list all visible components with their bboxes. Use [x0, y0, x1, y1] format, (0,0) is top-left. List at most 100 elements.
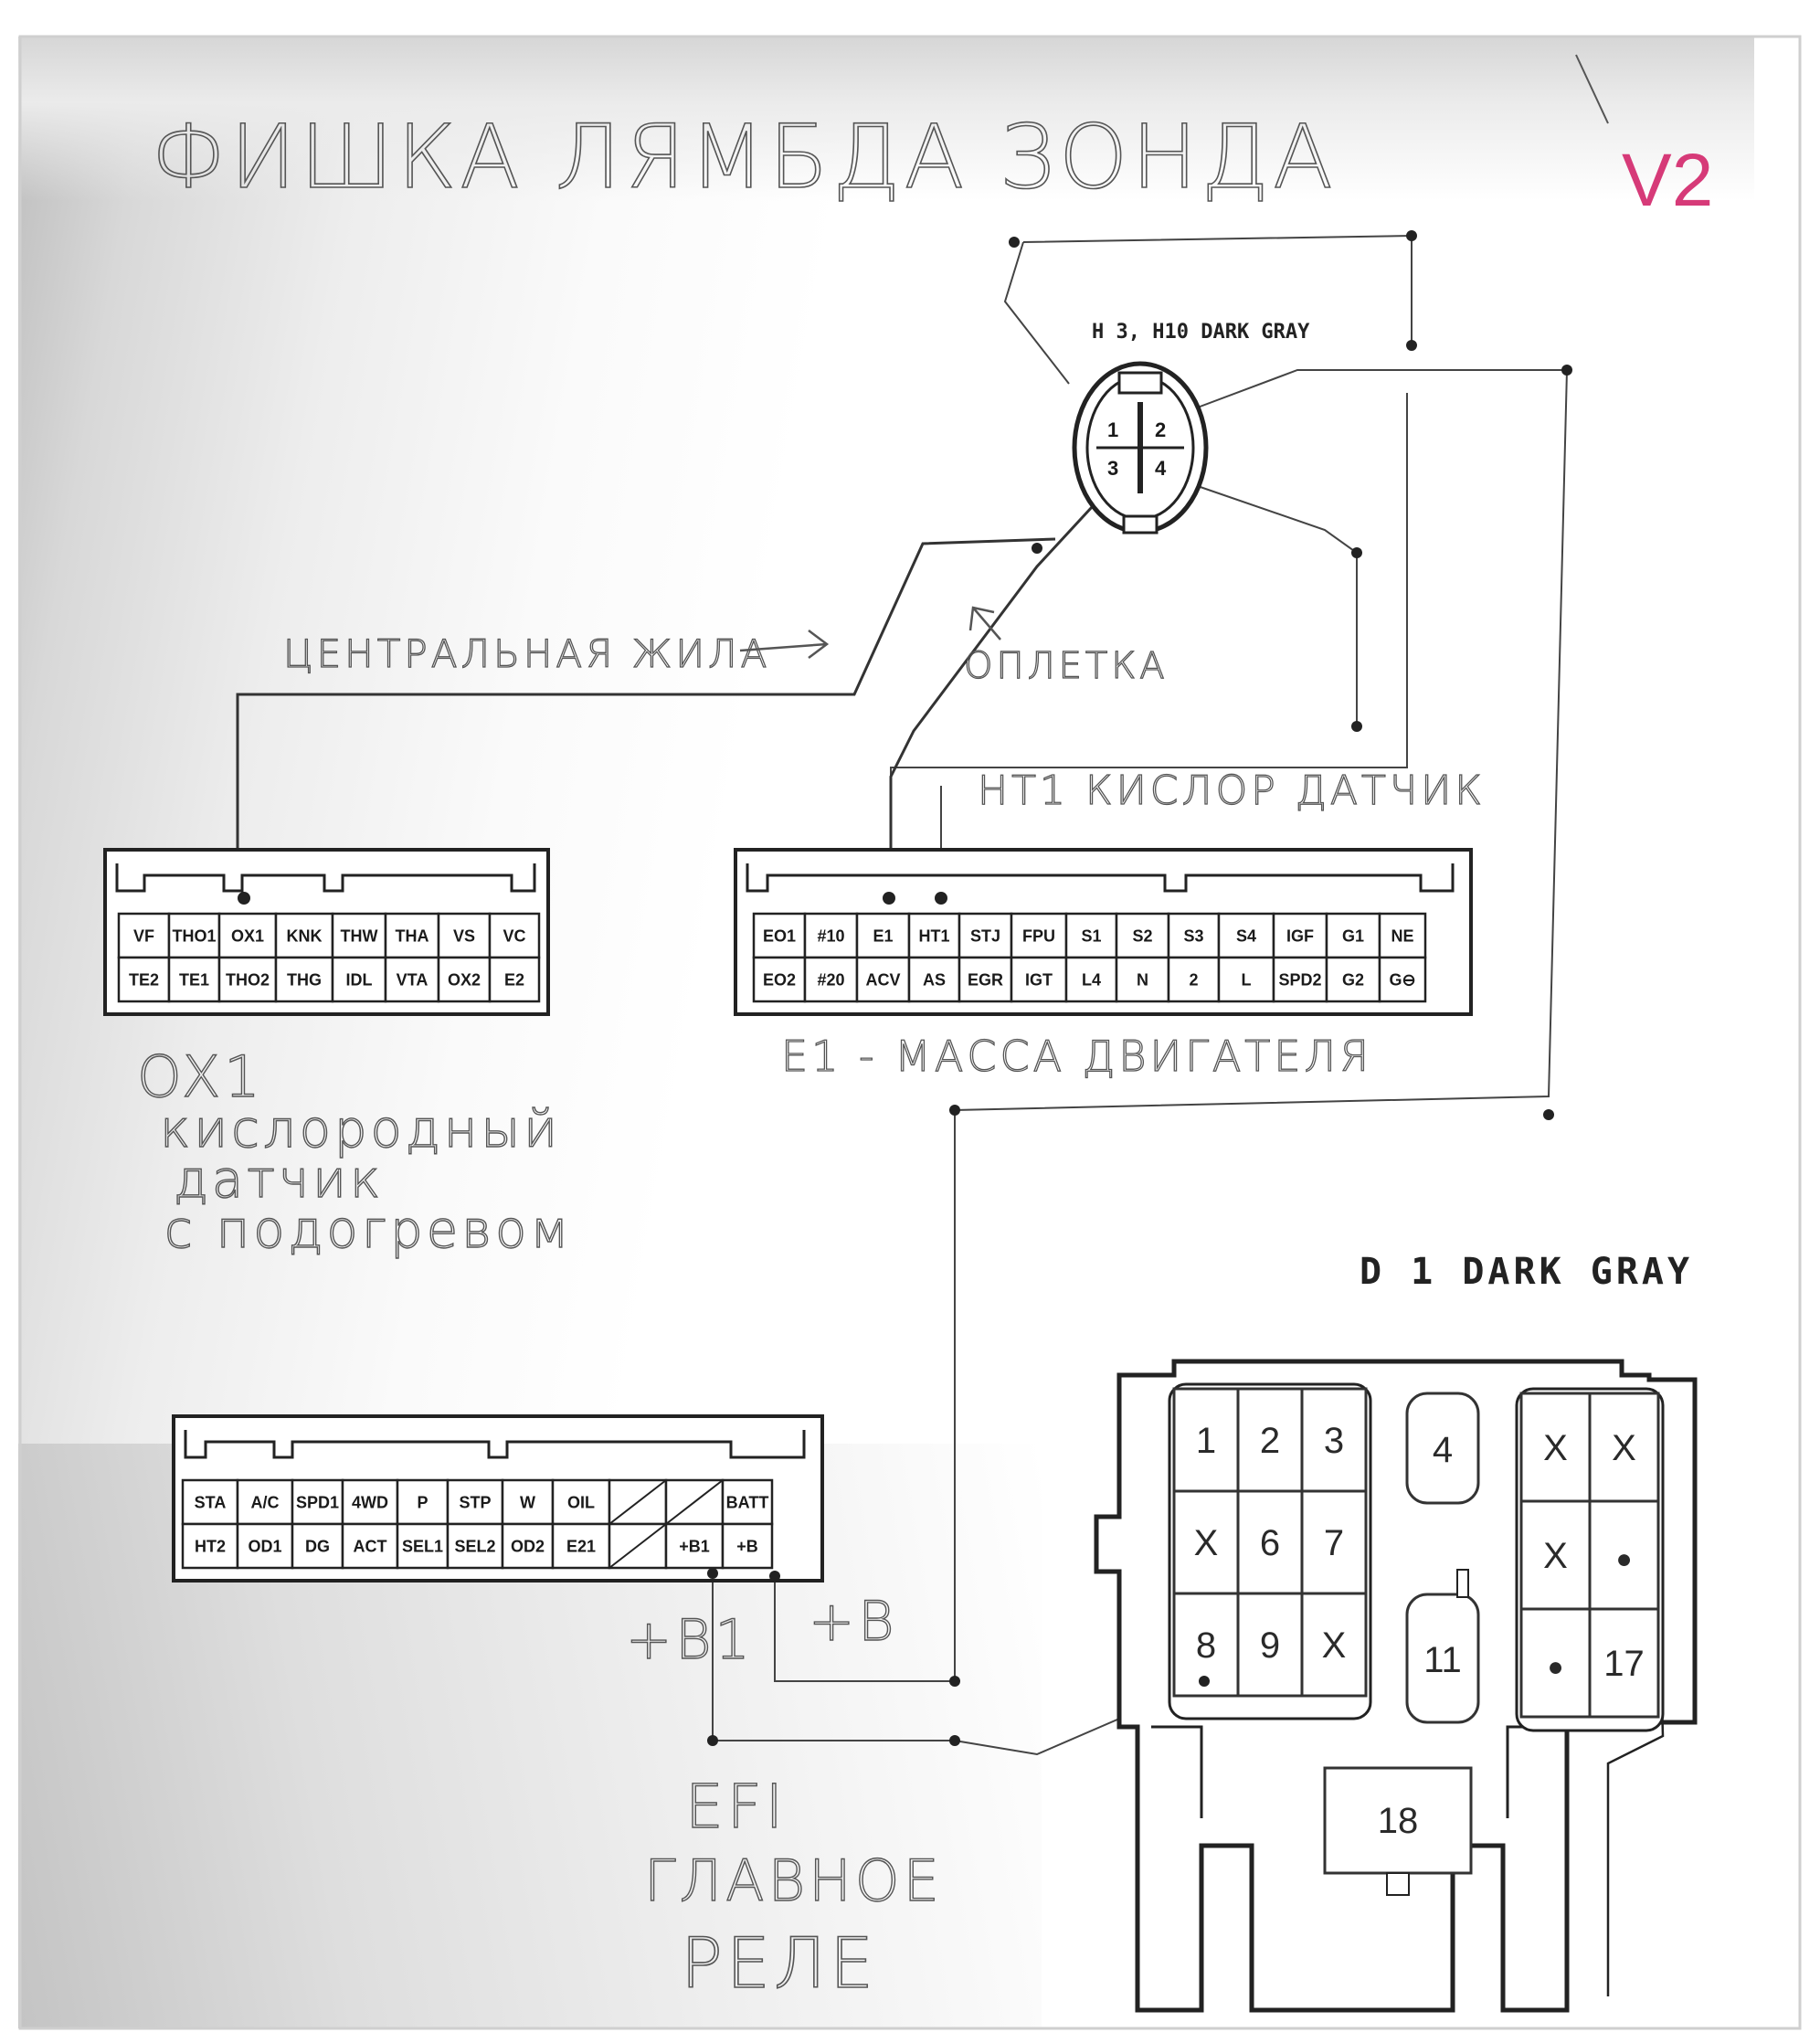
- pin-cell: [1064, 956, 1118, 1003]
- wire-plus-b: [774, 1576, 955, 1682]
- relay-pin-cell: [1236, 1592, 1304, 1698]
- pin-label: SEL2: [454, 1537, 495, 1555]
- pin-cell: [1272, 956, 1328, 1003]
- relay-pin-label: 3: [1324, 1421, 1344, 1461]
- pin-cell: [1167, 912, 1221, 959]
- ox1-label-line-1: OX1: [137, 1043, 264, 1110]
- relay-pin-cell: [1300, 1592, 1368, 1698]
- pin-label: IGT: [1025, 970, 1053, 989]
- ht1-label: HT1 КИСЛОР ДАТЧИК: [978, 767, 1486, 814]
- pin-cell: [1167, 956, 1221, 1003]
- pin-label: N: [1137, 970, 1148, 989]
- plus-b1-pin-splice: [707, 1568, 718, 1579]
- relay-pin-cell: [1519, 1607, 1592, 1719]
- splice: [1406, 340, 1417, 351]
- pin-label: BATT: [726, 1493, 769, 1511]
- pin-cell: [855, 956, 911, 1003]
- relay-pin-label: 2: [1260, 1421, 1280, 1461]
- pin-cell: [1378, 956, 1427, 1003]
- pin-cell: [331, 912, 387, 959]
- sensor-connector-label: H 3, H10 DARK GRAY: [1092, 321, 1310, 344]
- relay-pin-18-cell: [1323, 1766, 1473, 1875]
- relay-inner-line-left: [1151, 1725, 1203, 1818]
- plus-b1-label: +B1: [626, 1608, 754, 1672]
- pin-label: VTA: [397, 970, 429, 989]
- sensor-pin-3: 3: [1107, 457, 1118, 480]
- relay-pin-label: ●: [1547, 1652, 1563, 1682]
- pin-label: VS: [453, 926, 475, 945]
- splice: [949, 1105, 960, 1116]
- pin-label: G2: [1342, 970, 1364, 989]
- pin-cell: [274, 956, 334, 1003]
- pin-label: THO1: [172, 926, 216, 945]
- ox1-label-line-4: с подогревом: [164, 1201, 572, 1260]
- pin-label: #20: [817, 970, 844, 989]
- sensor-latch: [1117, 371, 1163, 395]
- central-wire-label: ЦЕНТРАЛЬНАЯ ЖИЛА: [283, 631, 770, 676]
- sensor-pin-4: 4: [1155, 457, 1167, 480]
- pin-cell: [958, 956, 1013, 1003]
- e1-pin-splice: [883, 892, 895, 905]
- splice: [1406, 230, 1417, 241]
- relay-pin-label: 7: [1324, 1523, 1344, 1563]
- relay-pin-cell: [1519, 1392, 1592, 1503]
- pin-label: TE1: [179, 970, 209, 989]
- pin-cell: [437, 956, 492, 1003]
- pin-cell: [488, 956, 541, 1003]
- pin-label: E21: [566, 1537, 596, 1555]
- pin-cell: [1115, 956, 1170, 1003]
- relay-pin-4-cell: [1405, 1392, 1480, 1505]
- pin-label: SPD1: [296, 1493, 339, 1511]
- pin-label: STJ: [970, 926, 1000, 945]
- wire-braid: [889, 505, 1094, 895]
- pin-label: STP: [459, 1493, 491, 1511]
- pin-cell: [1217, 956, 1275, 1003]
- ht1-pin-splice: [935, 892, 947, 905]
- pin-cell: [752, 956, 807, 1003]
- pin-cell: [117, 956, 171, 1003]
- relay-pin-cell: [1172, 1387, 1240, 1493]
- plus-b-label: +B: [809, 1590, 898, 1654]
- splice: [949, 1676, 960, 1687]
- pin-cell: [1064, 912, 1118, 959]
- relay-pin-18: 18: [1378, 1801, 1419, 1841]
- relay-pin-cell: [1300, 1489, 1368, 1595]
- relay-pin-11-tab: [1456, 1569, 1469, 1598]
- wiring: [236, 230, 1572, 1756]
- pin-cell: [217, 956, 278, 1003]
- pin-label: STA: [195, 1493, 227, 1511]
- relay-pin-label: 17: [1603, 1644, 1645, 1684]
- relay-pin8-splice: [1199, 1676, 1210, 1687]
- relay-pin-label: 9: [1260, 1625, 1280, 1666]
- relay-pin-label: ●: [1615, 1544, 1632, 1574]
- pin-label: G1: [1342, 926, 1364, 945]
- pin-label: TE2: [129, 970, 159, 989]
- efi-label-line-3: РЕЛЕ: [681, 1922, 877, 2004]
- pin-label: +B1: [679, 1537, 710, 1555]
- pin-cell: [291, 1522, 344, 1570]
- pin-cell: [1378, 912, 1427, 959]
- pin-label: 2: [1189, 970, 1198, 989]
- pin-label: AS: [923, 970, 946, 989]
- pin-cell: [446, 1522, 504, 1570]
- pin-cell: [236, 1522, 294, 1570]
- pin-label: IDL: [346, 970, 373, 989]
- wire-top-loop-left: [1003, 241, 1070, 385]
- pin-label: S4: [1236, 926, 1256, 945]
- pin-label: P: [417, 1493, 428, 1511]
- relay-pin-label: 6: [1260, 1523, 1280, 1563]
- ox1-pin-splice: [238, 892, 250, 905]
- relay-pin-cell: [1300, 1387, 1368, 1493]
- splice: [1561, 365, 1572, 376]
- splice: [1351, 721, 1362, 732]
- wire-right-vertical: [954, 369, 1568, 1681]
- relay-pin-cell: [1588, 1607, 1660, 1719]
- page-title: ФИШКА ЛЯМБДА ЗОНДА: [151, 106, 1337, 208]
- wire-pin2: [1187, 369, 1567, 412]
- pin-cell: [551, 1478, 611, 1526]
- relay-pin-label: X: [1194, 1523, 1219, 1563]
